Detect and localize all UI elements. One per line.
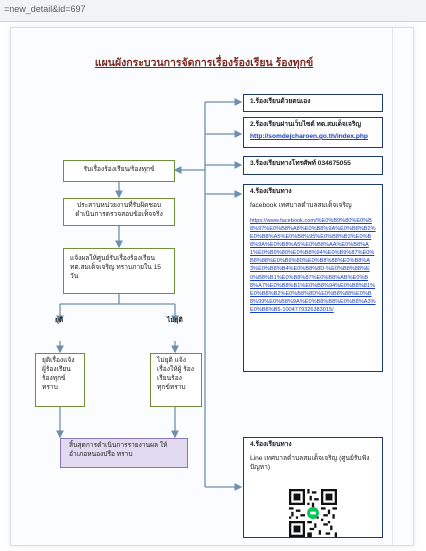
website-link[interactable]: http://somdejcharoen.go.th/index.php: [250, 132, 368, 140]
channel-facebook: 4.ร้องเรียนทาง facebook เทศบาลตำบลสมเด็จ…: [243, 184, 383, 372]
url-text[interactable]: =new_detail&id=697: [4, 4, 86, 14]
step-receive: รับเรื่องร้องเรียน/ร้องทุกข์: [63, 160, 175, 182]
line-qr-code[interactable]: [289, 489, 337, 537]
channel-website: 2.ร้องเรียนผ่านเว็บไซต์ ทต.สมเด็จเจริญ h…: [243, 117, 383, 148]
result-not-end: ไม่ยุติ แจ้งเรื่องให้ผู้ ร้องเรียนร้อง ท…: [150, 353, 202, 407]
channel-facebook-title: 4.ร้องเรียนทาง: [250, 188, 292, 195]
channel-self: 1.ร้องเรียนด้วยตนเอง: [243, 94, 383, 112]
channel-facebook-sub: facebook เทศบาลตำบลสมเด็จเจริญ: [250, 201, 352, 209]
connector-lines: [56, 98, 243, 491]
branch-end-label: ยุติ: [55, 317, 64, 324]
flowchart-document: แผนผังกระบวนการจัดการเรื่องร้องเรียน ร้อ…: [15, 32, 393, 544]
channel-line-title: 4.ร้องเรียนทาง: [250, 441, 292, 448]
channel-line-sub: Line เทศบาลตำบลสมเด็จเจริญ (ศูนย์รับฟังป…: [250, 454, 370, 471]
branch-not-end-label: ไม่ยุติ: [167, 317, 183, 324]
channel-website-label: 2.ร้องเรียนผ่านเว็บไซต์ ทต.สมเด็จเจริญ: [250, 121, 362, 128]
frame-divider: [392, 28, 393, 545]
address-bar[interactable]: =new_detail&id=697: [0, 0, 426, 22]
step-notify: แจ้งผลให้ศูนย์รับเรื่องร้องเรียน ทต.สมเด…: [63, 248, 175, 294]
flowchart-title: แผนผังกระบวนการจัดการเรื่องร้องเรียน ร้อ…: [94, 57, 314, 69]
facebook-link[interactable]: https://www.facebook.com/%E0%B9%80%E0%B8…: [250, 217, 376, 313]
step-coordinate: ประสานหน่วยงานที่รับผิดชอบ ดำเนินการตรวจ…: [63, 198, 175, 226]
channel-phone: 3.ร้องเรียนทางโทรศัพท์ 034675055: [243, 156, 383, 175]
step-final: สิ้นสุดการดำเนินการรายงานผล ให้อำเภอหนอง…: [60, 438, 188, 468]
result-end: ยุติเรื่องแจ้ง ผู้ร้องเรียน ร้องทุกข์ ทร…: [35, 353, 85, 407]
